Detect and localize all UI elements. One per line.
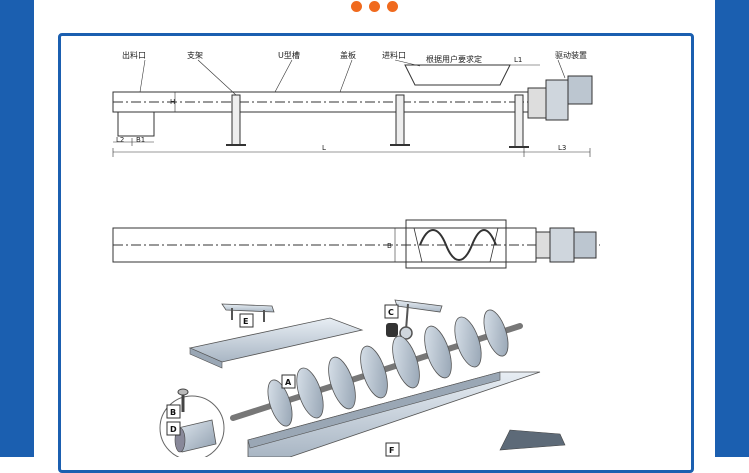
right-border-bar — [715, 0, 749, 457]
cover-plate — [188, 317, 364, 363]
conveyor-diagram: 出料口 支架 U型槽 盖板 进料口 根据用户要求定 驱动装置 L1 L2 B1 … — [112, 50, 600, 457]
side-bearing — [527, 87, 547, 119]
side-support-2 — [395, 94, 405, 146]
left-border-bar — [0, 0, 34, 457]
top-gearbox — [549, 227, 575, 263]
dot-icon — [351, 1, 362, 12]
dim-l: L — [322, 144, 326, 152]
cover-clamp — [221, 303, 275, 313]
side-motor — [567, 75, 593, 105]
side-gearbox — [545, 79, 569, 121]
dot-icon — [369, 1, 380, 12]
label-customer-defined: 根据用户要求定 — [426, 54, 482, 64]
dim-h: H — [170, 98, 175, 106]
dim-b1: B1 — [136, 136, 145, 144]
label-cover: 盖板 — [340, 50, 356, 60]
bearing-bushing — [386, 323, 398, 337]
part-tags: E C A B D F — [166, 304, 400, 457]
dot-icon — [387, 1, 398, 12]
dim-l3: L3 — [558, 144, 566, 152]
part-b-label: B — [170, 408, 176, 417]
side-support-1 — [231, 94, 241, 146]
side-view — [112, 59, 593, 157]
label-outlet: 出料口 — [122, 50, 146, 60]
side-outlet — [117, 111, 155, 137]
side-inlet-hopper — [404, 64, 511, 86]
top-view — [112, 219, 600, 269]
screw-flights — [267, 309, 509, 427]
dim-l1: L1 — [514, 56, 522, 64]
label-u-trough: U型槽 — [278, 50, 300, 60]
dim-b: B — [387, 242, 392, 250]
label-drive: 驱动装置 — [555, 50, 587, 60]
top-screw-flight — [419, 229, 497, 261]
detail-circle — [159, 395, 225, 457]
part-f-label: F — [389, 446, 394, 455]
top-motor — [573, 231, 597, 259]
top-inlet — [405, 219, 507, 269]
decorative-dots — [351, 1, 398, 12]
hanger-bearing-icon — [399, 326, 413, 340]
part-a-label: A — [285, 378, 292, 387]
hanger-bracket — [394, 299, 443, 313]
label-inlet: 进料口 — [382, 50, 406, 60]
dim-l2: L2 — [116, 136, 124, 144]
part-d-label: D — [170, 425, 177, 434]
part-e-label: E — [243, 317, 248, 326]
part-c-label: C — [388, 308, 394, 317]
trough-foot — [499, 429, 566, 451]
exploded-view — [159, 299, 566, 457]
label-support: 支架 — [187, 50, 203, 60]
side-support-3 — [514, 94, 524, 148]
